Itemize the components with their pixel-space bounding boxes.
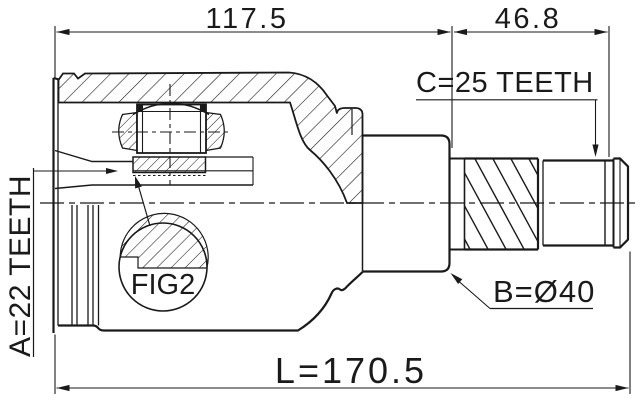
- stub-shaft: [361, 134, 630, 273]
- housing-bottom-outline: [58, 271, 364, 332]
- dimension-top-width: 117.5: [205, 3, 289, 35]
- dimension-arrows: [56, 28, 629, 392]
- centerlines: [40, 84, 636, 204]
- shaft-end-chamfer: [613, 157, 630, 249]
- label-c-arrowhead: [592, 144, 599, 157]
- roller-pad-left: [118, 111, 138, 152]
- label-b-arrowhead: [450, 273, 463, 284]
- housing-wall-hatched: [57, 71, 364, 204]
- roller-assembly: [118, 102, 225, 154]
- spline-bore-cone: [54, 149, 253, 190]
- dimension-overall-length: L=170.5: [274, 350, 428, 391]
- cage-tab-right: [201, 105, 206, 111]
- dimension-top-right-width: 46.8: [494, 3, 562, 35]
- label-b-leader: [458, 281, 491, 309]
- label-spline-c: C=25 TEETH: [416, 67, 594, 99]
- shaft-spline-section: [463, 157, 540, 251]
- label-spline-a: A=22 TEETH: [4, 174, 37, 357]
- shaft-end-section: [542, 157, 630, 249]
- housing-section: [52, 71, 364, 333]
- label-a-arrowhead: [106, 168, 118, 174]
- label-fig2: FIG2: [130, 269, 196, 301]
- detail-hatched-section: [119, 212, 209, 269]
- cage-tab-left: [137, 105, 142, 111]
- detail-leader-arrow: [135, 176, 142, 189]
- dimension-lines: [32, 26, 631, 394]
- boot-grooves: [71, 205, 100, 326]
- roller-body: [136, 103, 207, 154]
- inner-race-hatched: [132, 156, 207, 174]
- inner-race: [132, 156, 254, 185]
- spline-helix-lines: [464, 158, 539, 250]
- detail-callout: [118, 176, 209, 312]
- roller-top-arc: [132, 102, 210, 116]
- label-diameter-b: B=Ø40: [493, 274, 596, 309]
